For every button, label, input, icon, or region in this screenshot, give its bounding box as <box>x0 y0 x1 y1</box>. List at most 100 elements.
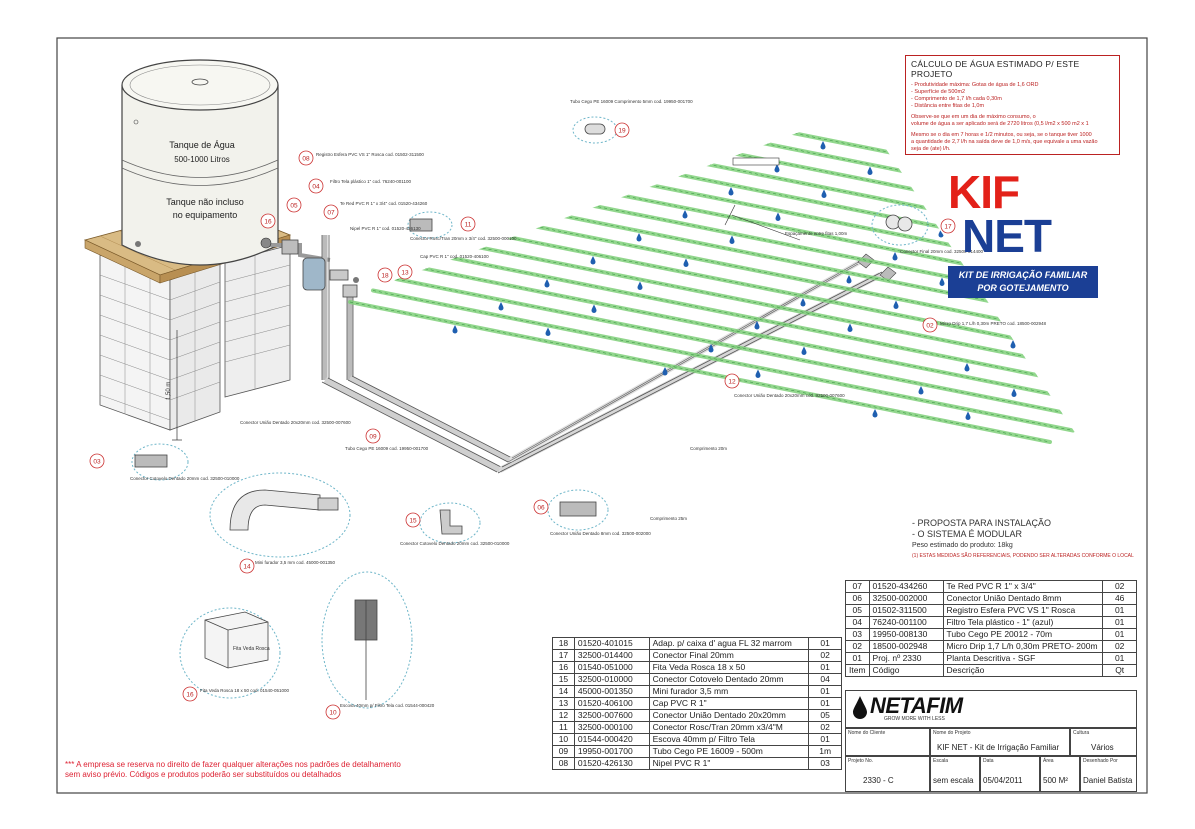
item-description-cell: Conector União Dentado 20x20mm <box>648 709 810 722</box>
item-qty-cell: 01 <box>1102 604 1137 617</box>
netafim-logo: NETAFIM GROW MORE WITH LESS <box>852 693 963 722</box>
drip-line-emitters <box>395 278 1080 420</box>
part-callout-text: Mini furador 3,5 mm cod. 45000-001350 <box>255 560 336 565</box>
part-callout-text: Cap PVC R 1" cod. 01520-406100 <box>420 254 489 259</box>
item-no-cell: 07 <box>845 580 870 593</box>
tb-client-cell <box>845 728 930 756</box>
part-marker-circle <box>260 213 276 229</box>
tb-date-value: 05/04/2011 <box>983 776 1023 785</box>
item-no-cell: 03 <box>845 628 870 641</box>
item-description-cell: Conector União Dentado 8mm <box>942 592 1104 605</box>
tank-label-3: Tanque não incluso <box>166 197 244 207</box>
calc-title: CÁLCULO DE ÁGUA ESTIMADO P/ ESTE PROJETO <box>911 59 1080 79</box>
part-marker-circle <box>286 197 302 213</box>
tb-culture-label: Cultura <box>1073 730 1090 736</box>
part-marker-circle <box>325 704 341 720</box>
water-drop-icon <box>729 235 735 244</box>
part-callout-text: Comprimento 25m <box>650 516 687 521</box>
part-marker-number: 10 <box>329 709 337 716</box>
item-description-cell: Conector Rosc/Tran 20mm x3/4"M <box>648 721 810 734</box>
water-tank <box>121 59 279 266</box>
water-drop-icon <box>1056 317 1062 326</box>
part-marker-number: 16 <box>186 691 194 698</box>
item-qty-cell: 01 <box>808 661 842 674</box>
item-code-cell: 32500-007600 <box>573 709 650 722</box>
part-marker-circle <box>182 686 198 702</box>
part-marker-circle <box>298 150 314 166</box>
note-line-3: Peso estimado do produto: 18kg <box>912 542 1013 549</box>
item-qty-cell: 01 <box>808 637 842 650</box>
item-description-cell: Descrição <box>942 664 1104 677</box>
tb-drawn-value: Daniel Batista <box>1083 776 1133 785</box>
water-drop-icon <box>545 327 551 337</box>
tb-culture-value: Vários <box>1091 743 1114 752</box>
item-code-cell: 01520-406100 <box>573 697 650 710</box>
tb-scale-value: sem escala <box>933 776 974 785</box>
logo-kif: KIF <box>948 166 1020 218</box>
part-callout-text: Conector Rosc/Tran 20mm x 3/4" cod. 3250… <box>410 236 517 241</box>
part-callout-text: Conector União Dentado 8mm cod. 32500-00… <box>550 531 651 536</box>
calc-line: - Superfície de 500m2 <box>911 89 966 95</box>
item-qty-cell: Qt <box>1102 664 1137 677</box>
disclaimer: *** A empresa se reserva no direito de f… <box>65 760 515 780</box>
item-qty-cell: 04 <box>808 673 842 686</box>
item-no-cell: 05 <box>845 604 870 617</box>
water-drop-icon <box>847 323 853 332</box>
item-qty-cell: 01 <box>1102 628 1137 641</box>
item-no-cell: 17 <box>552 649 575 662</box>
tank-label-1: Tanque de Água <box>169 140 235 150</box>
part-callout-text: Fita Veda Rosca 18 x 50 cod. 01540-05100… <box>200 688 290 693</box>
part-marker-circle <box>239 558 255 574</box>
part-marker-number: 03 <box>93 458 101 465</box>
water-drop-icon <box>938 229 944 238</box>
part-marker-number: 11 <box>465 221 472 228</box>
tb-area-label: Área <box>1043 758 1054 764</box>
item-code-cell: 32500-002000 <box>868 592 944 605</box>
part-marker-number: 09 <box>369 433 377 440</box>
item-qty-cell: 02 <box>808 721 842 734</box>
part-marker-number: 08 <box>302 155 310 162</box>
logo-net: NET <box>962 210 1052 262</box>
drip-line-emitters <box>372 290 1074 431</box>
item-description-cell: Escova 40mm p/ Filtro Tela <box>648 733 810 746</box>
water-drop-icon <box>682 210 688 219</box>
water-drop-icon <box>939 277 945 286</box>
calc-lines: - Produtividade máxima: Gotas de água de… <box>911 82 1114 153</box>
item-qty-cell: 01 <box>1102 652 1137 665</box>
drip-line-emitters <box>625 163 1080 305</box>
part-marker-circle <box>397 264 413 280</box>
part-callout-text: Conector União Dentado 20x20mm cod. 3250… <box>734 393 845 398</box>
item-description-cell: Conector Cotovelo Dentado 20mm <box>648 673 810 686</box>
calc-line: - Produtividade máxima: Gotas de água de… <box>911 82 1039 88</box>
item-code-cell: 01502-311500 <box>868 604 944 617</box>
item-code-cell: 45000-001350 <box>573 685 650 698</box>
part-callout-text: Escova 40mm p/ Filtro Tela cod. 01544-00… <box>340 703 435 708</box>
item-description-cell: Tubo Cego PE 16009 - 500m <box>648 745 810 758</box>
disclaimer-line-2: sem aviso prévio. Códigos e produtos pod… <box>65 770 342 779</box>
tank-label-2: 500-1000 Litros <box>174 155 230 164</box>
part-marker-circle <box>308 178 324 194</box>
water-drop-icon <box>1150 320 1155 329</box>
calc-line: Mesmo se o dia em 7 horas e 1/2 minutos,… <box>911 132 1092 138</box>
water-drop-icon <box>965 411 971 420</box>
item-qty-cell: 02 <box>1102 640 1137 653</box>
part-callout-text: Tubo Cego PE 16009 cod. 19950-001700 <box>345 446 429 451</box>
water-drop-icon <box>867 166 873 175</box>
part-callout-text: Te Red PVC R 1" x 3/4" cod. 01520-434260 <box>340 201 428 206</box>
tb-projno-cell <box>845 756 930 792</box>
item-no-cell: 18 <box>552 637 575 650</box>
tb-drawn-cell <box>1080 756 1137 792</box>
part-callouts: Registro Esfera PVC VS 1" Rosca cod. 015… <box>130 99 1046 708</box>
item-no-cell: 16 <box>552 661 575 674</box>
water-drop-icon <box>637 281 643 290</box>
tb-area-value: 500 M² <box>1043 776 1068 785</box>
part-marker-number: 02 <box>926 322 934 329</box>
part-marker-circle <box>323 204 339 220</box>
